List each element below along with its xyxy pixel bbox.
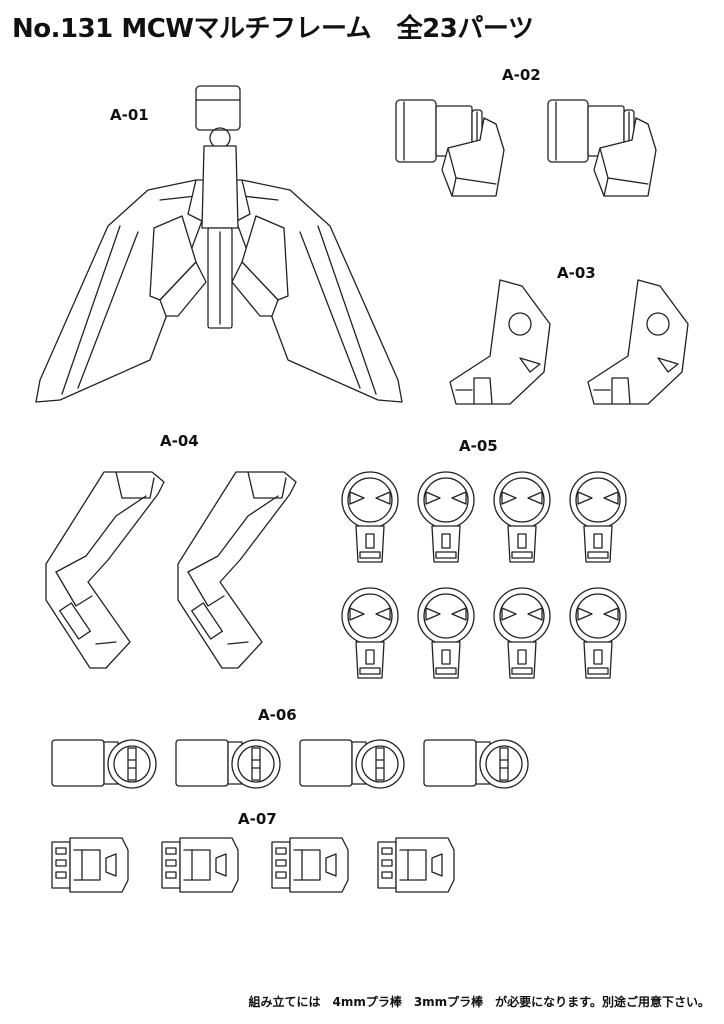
label-a01: A-01 bbox=[110, 106, 149, 124]
part-a03 bbox=[449, 279, 689, 405]
footer-note: 組み立てには 4mmプラ棒 3mmプラ棒 が必要になります。別途ご用意下さい。 bbox=[248, 995, 710, 1009]
part-a06 bbox=[51, 739, 529, 789]
label-a02: A-02 bbox=[502, 66, 541, 84]
part-a05 bbox=[341, 471, 627, 679]
label-a03: A-03 bbox=[557, 264, 596, 282]
part-a04 bbox=[45, 471, 297, 669]
label-a06: A-06 bbox=[258, 706, 297, 724]
page-title: No.131 MCWマルチフレーム 全23パーツ bbox=[12, 14, 534, 44]
part-a02 bbox=[395, 99, 657, 197]
part-a01 bbox=[35, 85, 403, 403]
part-a07 bbox=[51, 837, 455, 893]
label-a05: A-05 bbox=[459, 437, 498, 455]
label-a04: A-04 bbox=[160, 432, 199, 450]
label-a07: A-07 bbox=[238, 810, 277, 828]
